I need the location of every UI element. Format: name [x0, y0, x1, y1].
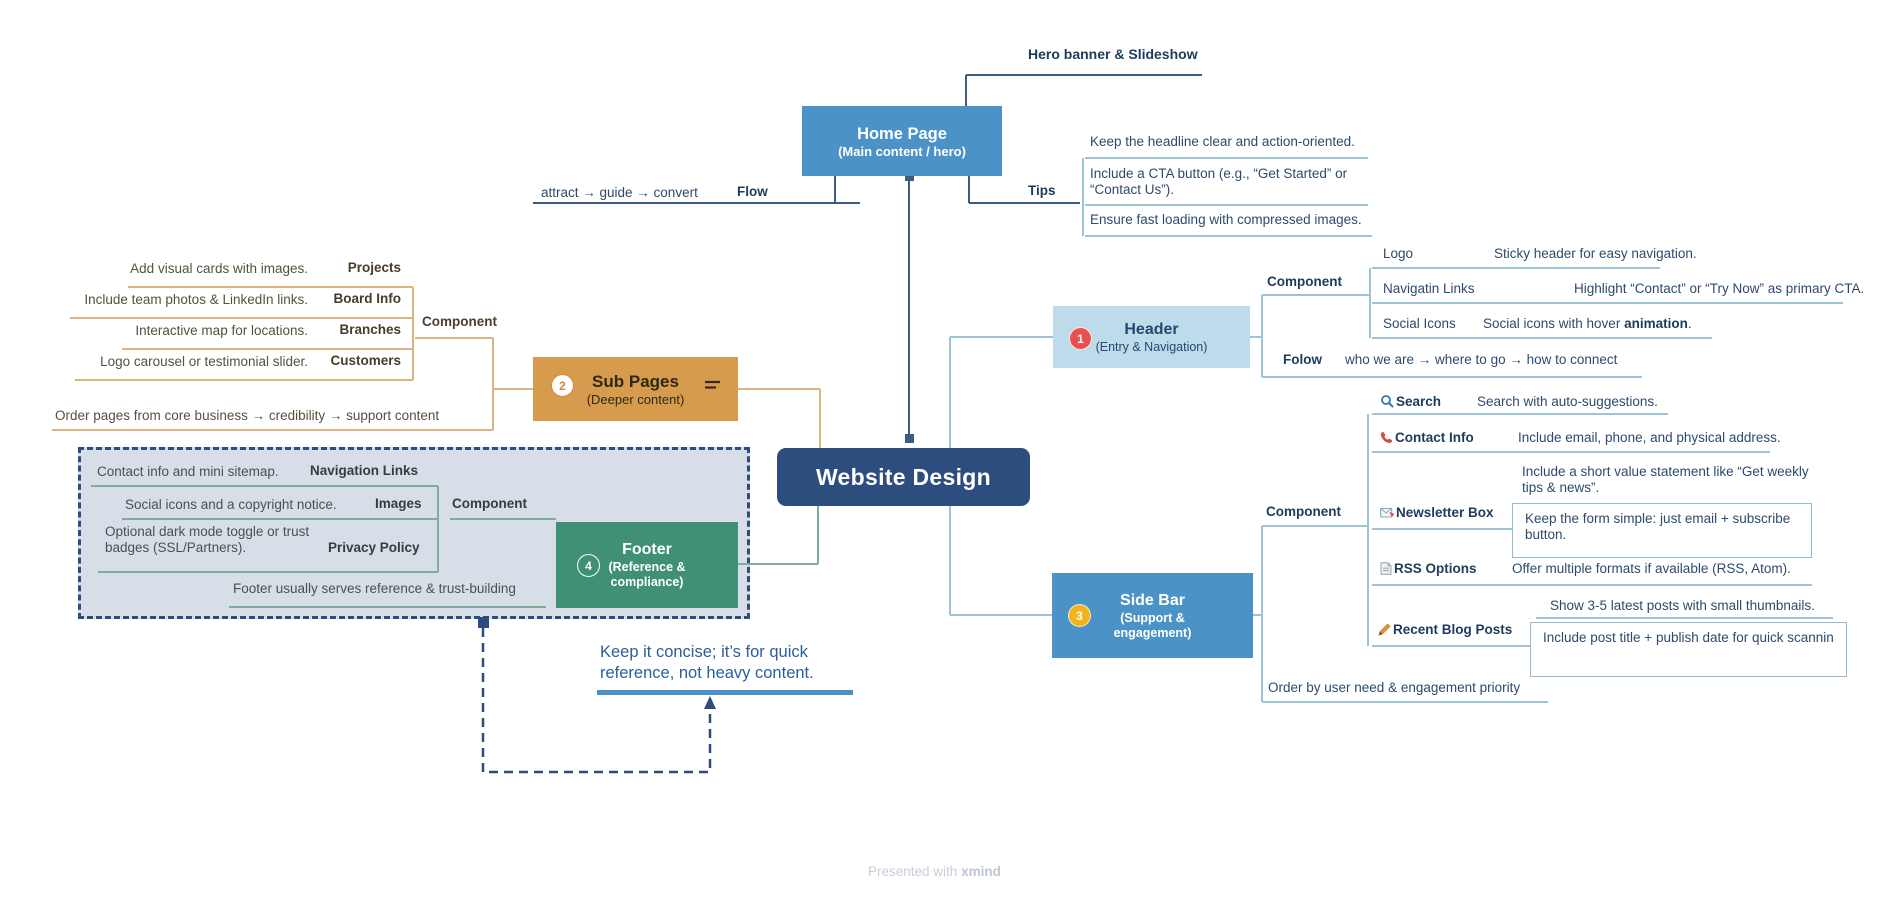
- sub-pages-note-board-info[interactable]: Include team photos & LinkedIn links.: [84, 292, 308, 307]
- sub-pages-order-note[interactable]: Order pages from core business → credibi…: [55, 408, 440, 423]
- sub-pages-number-badge: 2: [551, 374, 574, 397]
- phone-icon: [1380, 431, 1393, 448]
- sub-pages-item-customers[interactable]: Customers: [330, 353, 401, 368]
- memo-icon: [1378, 623, 1391, 640]
- newsletter-boxed-note[interactable]: Keep the form simple: just email + subsc…: [1512, 503, 1812, 558]
- tip-note-3[interactable]: Ensure fast loading with compressed imag…: [1090, 212, 1362, 227]
- search-icon: [1380, 394, 1394, 412]
- footer-number-badge: 4: [577, 554, 600, 577]
- footer-item-images[interactable]: Images: [375, 496, 422, 511]
- header-item-logo-note[interactable]: Sticky header for easy navigation.: [1494, 246, 1697, 261]
- side-bar-number-badge: 3: [1068, 604, 1091, 627]
- notes-marker-icon[interactable]: [704, 378, 721, 396]
- side-bar-component-label[interactable]: Component: [1266, 504, 1341, 519]
- search-label: Search: [1396, 394, 1442, 409]
- header-follow-note[interactable]: who we are → where to go → how to connec…: [1345, 352, 1618, 367]
- central-topic-website-design[interactable]: Website Design: [777, 448, 1030, 506]
- contact-info-note[interactable]: Include email, phone, and physical addre…: [1518, 430, 1781, 445]
- topic-side-bar[interactable]: Side Bar (Support & engagement): [1052, 573, 1253, 658]
- header-subtitle: (Entry & Navigation): [1095, 339, 1208, 354]
- recent-posts-boxed-note-text: Include post title + publish date for qu…: [1543, 630, 1834, 645]
- home-page-subtitle: (Main content / hero): [838, 143, 966, 159]
- sub-pages-item-board-info[interactable]: Board Info: [333, 291, 402, 306]
- side-bar-item-newsletter-box[interactable]: Newsletter Box: [1380, 505, 1494, 523]
- sub-pages-item-projects[interactable]: Projects: [347, 260, 401, 275]
- footer-title: Footer: [622, 541, 672, 558]
- tip-note-2[interactable]: Include a CTA button (e.g., “Get Started…: [1090, 166, 1348, 197]
- newsletter-boxed-note-text: Keep the form simple: just email + subsc…: [1525, 511, 1791, 542]
- rss-options-label: RSS Options: [1394, 561, 1477, 576]
- side-bar-item-rss-options[interactable]: RSS Options: [1380, 561, 1477, 579]
- header-number-badge: 1: [1069, 327, 1092, 350]
- social-note-prefix: Social icons with hover: [1483, 316, 1625, 331]
- sub-pages-note-customers[interactable]: Logo carousel or testimonial slider.: [100, 354, 308, 369]
- mail-icon: [1380, 507, 1394, 523]
- sub-pages-title: Sub Pages: [592, 371, 679, 391]
- header-item-social-icons-note[interactable]: Social icons with hover animation.: [1483, 316, 1692, 332]
- header-title: Header: [1124, 320, 1179, 338]
- recent-posts-note[interactable]: Show 3-5 latest posts with small thumbna…: [1550, 598, 1815, 613]
- social-note-suffix: .: [1687, 316, 1692, 331]
- flow-label[interactable]: Flow: [737, 184, 768, 199]
- sub-pages-note-projects[interactable]: Add visual cards with images.: [130, 261, 308, 276]
- footer-subtitle: (Reference & compliance): [608, 560, 686, 589]
- social-note-bold: animation: [1624, 316, 1688, 331]
- newsletter-note[interactable]: Include a short value statement like “Ge…: [1522, 464, 1809, 495]
- footer-item-privacy-policy[interactable]: Privacy Policy: [328, 540, 420, 555]
- topic-hero-banner[interactable]: Hero banner & Slideshow: [1028, 46, 1198, 62]
- tip-note-1[interactable]: Keep the headline clear and action-orien…: [1090, 134, 1355, 149]
- footer-note-nav-links[interactable]: Contact info and mini sitemap.: [97, 464, 279, 479]
- header-item-logo[interactable]: Logo: [1383, 246, 1414, 261]
- rss-options-note[interactable]: Offer multiple formats if available (RSS…: [1512, 561, 1791, 576]
- callout-underline-bar: [597, 690, 853, 695]
- side-bar-item-search[interactable]: Search: [1380, 394, 1441, 412]
- topic-home-page[interactable]: Home Page (Main content / hero): [802, 106, 1002, 176]
- footer-note-images[interactable]: Social icons and a copyright notice.: [125, 497, 337, 512]
- side-bar-item-contact-info[interactable]: Contact Info: [1380, 430, 1474, 448]
- sub-pages-item-branches[interactable]: Branches: [339, 322, 401, 337]
- header-item-social-icons[interactable]: Social Icons: [1383, 316, 1456, 331]
- xmind-watermark[interactable]: Presented with xmind: [868, 864, 1001, 879]
- footer-item-nav-links[interactable]: Navigation Links: [310, 463, 419, 478]
- watermark-prefix: Presented with: [868, 864, 962, 879]
- contact-info-label: Contact Info: [1395, 430, 1474, 445]
- sub-pages-component-label[interactable]: Component: [422, 314, 497, 329]
- side-bar-subtitle: (Support & engagement): [1113, 610, 1192, 640]
- home-page-title: Home Page: [857, 124, 947, 143]
- central-topic-title: Website Design: [815, 464, 992, 490]
- footer-component-label[interactable]: Component: [452, 496, 527, 511]
- watermark-brand: xmind: [961, 864, 1001, 879]
- header-item-nav-links-note[interactable]: Highlight “Contact” or “Try Now” as prim…: [1574, 281, 1865, 296]
- header-follow-label[interactable]: Folow: [1283, 352, 1322, 367]
- footer-bottom-note[interactable]: Footer usually serves reference & trust-…: [233, 581, 516, 596]
- recent-blog-posts-label: Recent Blog Posts: [1393, 622, 1513, 637]
- header-item-nav-links[interactable]: Navigatin Links: [1383, 281, 1475, 296]
- sub-pages-note-branches[interactable]: Interactive map for locations.: [135, 323, 308, 338]
- footer-callout-note[interactable]: Keep it concise; it’s for quick referenc…: [600, 643, 814, 682]
- tips-label[interactable]: Tips: [1028, 183, 1056, 198]
- document-icon: [1380, 562, 1392, 579]
- flow-note[interactable]: attract → guide → convert: [541, 185, 698, 200]
- side-bar-title: Side Bar: [1120, 591, 1185, 609]
- side-bar-order-note[interactable]: Order by user need & engagement priority: [1268, 680, 1521, 695]
- topic-sub-pages[interactable]: Sub Pages (Deeper content): [533, 357, 738, 421]
- side-bar-item-recent-blog-posts[interactable]: Recent Blog Posts: [1378, 622, 1512, 640]
- footer-note-privacy[interactable]: Optional dark mode toggle or trust badge…: [105, 524, 310, 555]
- search-note[interactable]: Search with auto-suggestions.: [1477, 394, 1658, 409]
- newsletter-box-label: Newsletter Box: [1396, 505, 1494, 520]
- recent-posts-boxed-note[interactable]: Include post title + publish date for qu…: [1530, 622, 1847, 677]
- header-component-label[interactable]: Component: [1267, 274, 1342, 289]
- sub-pages-subtitle: (Deeper content): [586, 391, 685, 407]
